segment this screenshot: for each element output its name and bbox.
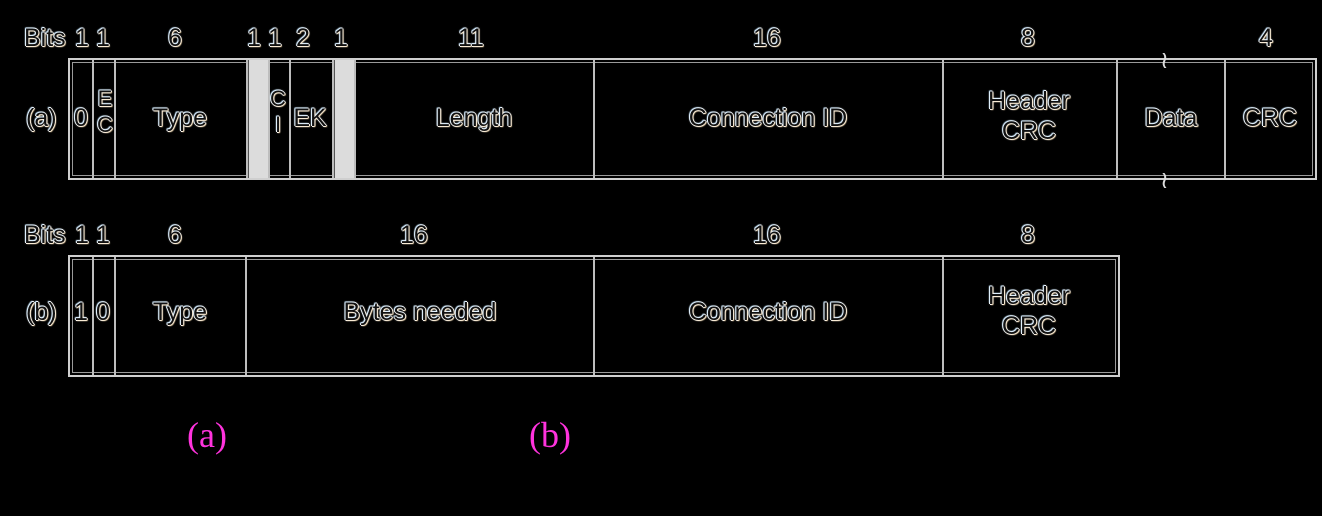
bits-b-4: 16 — [753, 221, 781, 249]
break-mark-icon: ≀ — [1160, 166, 1169, 194]
divider — [942, 60, 944, 178]
bits-a-11: 4 — [1259, 24, 1273, 52]
bits-a-6: 1 — [334, 24, 348, 52]
divider — [1116, 60, 1118, 178]
bits-a-1: 1 — [96, 24, 110, 52]
field-a-header-crc: Header CRC — [988, 87, 1070, 145]
bits-b-5: 8 — [1021, 221, 1035, 249]
bits-b-1: 1 — [96, 221, 110, 249]
divider — [593, 257, 595, 375]
row-tag-a: (a) — [26, 104, 57, 132]
field-b-flag2: 0 — [96, 298, 110, 326]
divider — [942, 257, 944, 375]
shaded-field-a-1 — [246, 60, 268, 178]
divider — [354, 60, 356, 178]
caption-b: (b) — [529, 415, 571, 455]
divider — [92, 257, 94, 375]
bits-a-4: 1 — [268, 24, 282, 52]
field-a-type: Type — [152, 104, 208, 132]
bits-a-5: 2 — [296, 24, 310, 52]
divider — [245, 257, 247, 375]
break-mark-icon: ≀ — [1160, 46, 1169, 74]
bits-a-8: 16 — [753, 24, 781, 52]
caption-a: (a) — [187, 415, 227, 455]
divider — [593, 60, 595, 178]
field-a-flag: 0 — [74, 104, 88, 132]
bits-a-3: 1 — [247, 24, 261, 52]
bits-label-a: Bits — [24, 24, 66, 52]
bits-a-9: 8 — [1021, 24, 1035, 52]
bits-a-7: 11 — [458, 24, 484, 52]
bits-b-2: 6 — [168, 221, 182, 249]
field-a-data: Data — [1144, 104, 1198, 132]
field-a-crc: CRC — [1242, 104, 1298, 132]
field-b-bytes-needed: Bytes needed — [343, 298, 497, 326]
field-a-ec: E C — [97, 86, 113, 137]
divider — [114, 60, 116, 178]
row-tag-b: (b) — [26, 298, 57, 326]
packet-frame-a — [68, 58, 1317, 180]
field-b-flag1: 1 — [74, 298, 88, 326]
field-b-connection-id: Connection ID — [688, 298, 848, 326]
divider — [268, 60, 270, 178]
divider — [289, 60, 291, 178]
bits-a-0: 1 — [75, 24, 89, 52]
field-a-connection-id: Connection ID — [688, 104, 848, 132]
divider — [1224, 60, 1226, 178]
packet-frame-b — [68, 255, 1120, 377]
bits-a-2: 6 — [168, 24, 182, 52]
divider — [92, 60, 94, 178]
shaded-field-a-2 — [332, 60, 354, 178]
field-a-ci: C I — [270, 86, 286, 137]
divider — [114, 257, 116, 375]
bits-b-0: 1 — [75, 221, 89, 249]
bits-b-3: 16 — [400, 221, 428, 249]
field-b-header-crc: Header CRC — [988, 282, 1070, 340]
field-a-length: Length — [435, 104, 513, 132]
field-b-type: Type — [152, 298, 208, 326]
field-a-ek: EK — [293, 104, 327, 132]
bits-label-b: Bits — [24, 221, 66, 249]
